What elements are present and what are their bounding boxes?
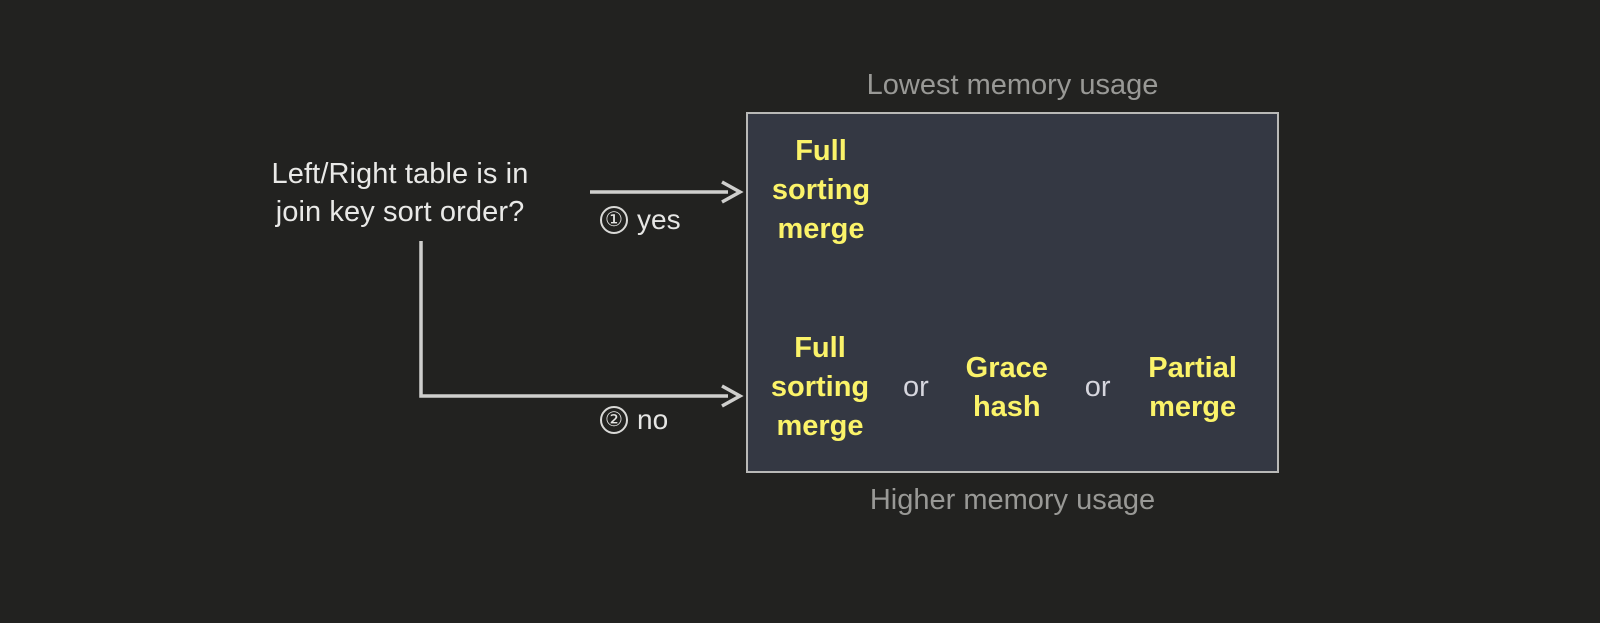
branch-number-1-icon: ① bbox=[600, 206, 628, 234]
arrow-no-head bbox=[721, 384, 744, 408]
arrow-yes-head bbox=[721, 180, 744, 204]
option-separator-2: or bbox=[1084, 371, 1111, 403]
decision-question: Left/Right table is in join key sort ord… bbox=[271, 158, 529, 228]
branch-number-2-icon: ② bbox=[600, 406, 628, 434]
branch-text-yes: yes bbox=[637, 204, 681, 235]
option-grace-hash: Grace hash bbox=[965, 351, 1048, 423]
caption-lowest-memory: Lowest memory usage bbox=[866, 69, 1159, 101]
arrow-no-line bbox=[419, 241, 728, 398]
branch-label-no: ② no bbox=[600, 403, 668, 437]
branch-label-yes: ① yes bbox=[600, 203, 681, 237]
option-separator-1: or bbox=[903, 371, 929, 403]
result-panel: Full sorting merge Full sorting merge or… bbox=[746, 112, 1279, 473]
option-row-unsorted: Full sorting merge or Grace hash or Part… bbox=[748, 329, 1281, 446]
caption-higher-memory: Higher memory usage bbox=[869, 484, 1156, 516]
branch-text-no: no bbox=[637, 404, 669, 435]
option-full-sorting-merge-sorted: Full sorting merge bbox=[771, 135, 871, 245]
option-partial-merge: Partial merge bbox=[1148, 351, 1237, 423]
option-row-sorted: Full sorting merge bbox=[748, 132, 1281, 249]
option-full-sorting-merge-unsorted: Full sorting merge bbox=[770, 332, 870, 442]
